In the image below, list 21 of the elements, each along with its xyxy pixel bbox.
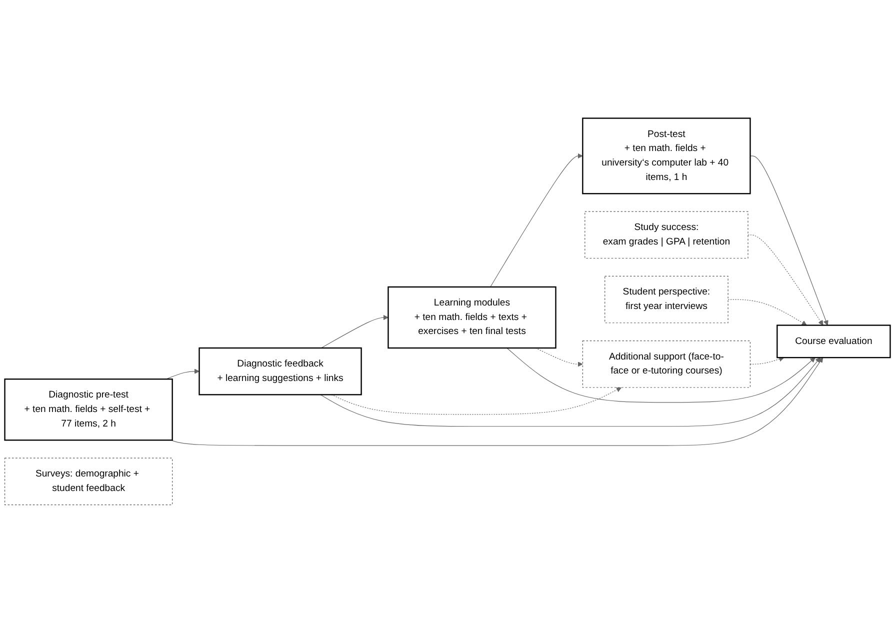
node-box: Study success: exam grades | GPA | retention: [584, 211, 748, 259]
arrow: [506, 348, 816, 403]
node-box: Diagnostic feedback + learning suggestions + links: [198, 347, 362, 396]
node-box: Additional support (face-to-face or e-tutoring courses): [582, 340, 751, 388]
node-box: Post-test + ten math. fields + university‘s computer lab + 40 items, 1 h: [582, 118, 751, 194]
node-box: Diagnostic pre-test + ten math. fields + self-test + 77 items, 2 h: [4, 378, 173, 441]
arrow: [750, 156, 828, 326]
node-box: Surveys: demographic + student feedback: [4, 458, 173, 506]
arrow: [535, 348, 583, 367]
arrow: [750, 356, 784, 364]
arrow: [320, 314, 388, 348]
arrow: [331, 387, 622, 415]
arrow: [170, 357, 824, 446]
arrow: [320, 357, 821, 427]
arrow: [490, 153, 583, 288]
arrow: [748, 234, 824, 326]
arrow: [166, 368, 200, 380]
node-box: Learning modules + ten math. fields + texts + exercises + ten final tests: [388, 286, 556, 349]
arrow: [728, 299, 807, 326]
node-box: Course evaluation: [776, 324, 891, 358]
node-box: Student perspective: first year interviews: [604, 276, 728, 324]
